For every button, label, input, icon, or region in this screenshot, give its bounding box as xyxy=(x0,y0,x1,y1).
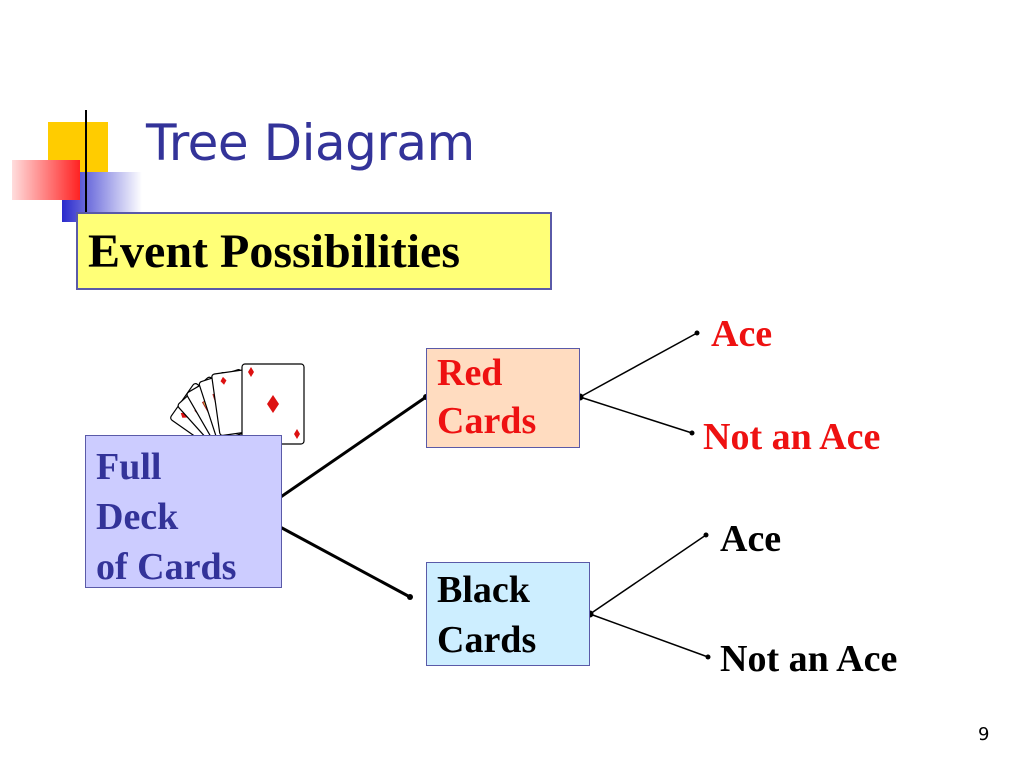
endpoint-dot-black-not-ace xyxy=(705,654,711,660)
endpoint-dot-red-not-ace xyxy=(689,430,695,436)
endpoint-dot-red-ace xyxy=(694,330,700,336)
leaf-black-not-ace: Not an Ace xyxy=(720,638,898,680)
branch-black-to-not-ace xyxy=(589,613,709,658)
endpoint-dot-black-ace xyxy=(703,532,709,538)
subtitle-box: Event Possibilities xyxy=(76,212,552,290)
accent-red-bar xyxy=(12,160,80,200)
branch-red-to-not-ace xyxy=(579,396,693,434)
node-full-deck: Full Deck of Cards xyxy=(85,435,282,588)
node-red-cards-line-2: Cards xyxy=(437,400,537,442)
node-black-cards: Black Cards xyxy=(426,562,590,666)
node-black-cards-line-2: Cards xyxy=(437,619,537,661)
subtitle-text: Event Possibilities xyxy=(88,225,461,278)
node-full-deck-line-1: Full xyxy=(96,446,162,488)
node-red-cards-line-1: Red xyxy=(437,352,503,394)
leaf-black-ace: Ace xyxy=(720,518,782,560)
slide-title: Tree Diagram xyxy=(146,114,475,172)
branch-black-to-ace xyxy=(589,534,707,615)
branch-root-to-red xyxy=(255,395,427,516)
branch-red-to-ace xyxy=(579,332,698,398)
node-full-deck-line-2: Deck xyxy=(96,496,179,538)
playing-cards-icon xyxy=(170,363,305,454)
node-black-cards-line-1: Black xyxy=(437,569,530,611)
endpoint-dot-black xyxy=(407,594,413,600)
page-number: 9 xyxy=(978,724,990,745)
leaf-red-ace: Ace xyxy=(711,313,773,355)
node-red-cards: Red Cards xyxy=(426,348,580,448)
leaf-red-not-ace: Not an Ace xyxy=(703,416,881,458)
node-full-deck-line-3: of Cards xyxy=(96,546,237,588)
